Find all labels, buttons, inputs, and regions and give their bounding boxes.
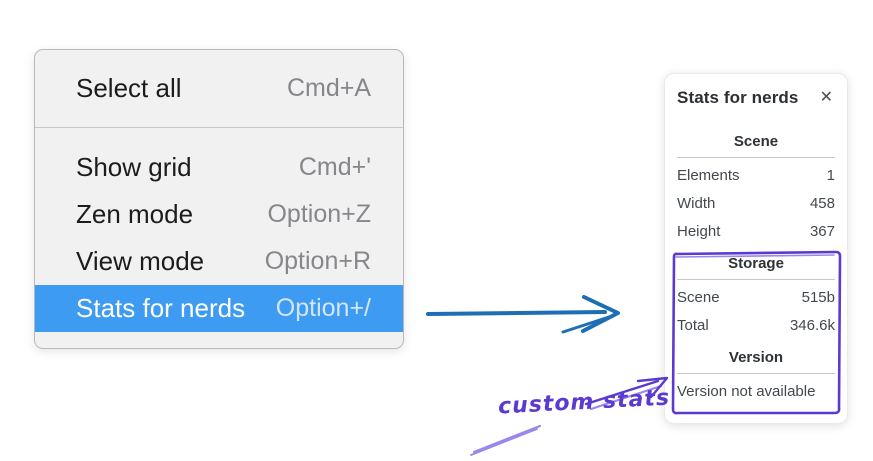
close-button[interactable]: ✕ (818, 90, 835, 106)
stat-value: 367 (809, 223, 835, 240)
section-heading: Storage (728, 255, 784, 272)
stats-section-scene: Scene Elements 1 Width 458 Height 367 (677, 132, 835, 246)
version-note: Version not available (677, 383, 816, 400)
menu-item-show-grid[interactable]: Show grid Cmd+' (35, 144, 403, 191)
section-heading: Scene (733, 133, 779, 150)
stat-value: 458 (809, 195, 835, 212)
flow-arrow (426, 295, 620, 334)
stat-row-total: Total 346.6k (677, 312, 835, 340)
annotation-swoosh (470, 424, 542, 456)
menu-item-label: Stats for nerds (76, 293, 246, 323)
menu-item-label: View mode (76, 246, 205, 276)
menu-item-view-mode[interactable]: View mode Option+R (35, 238, 403, 285)
menu-item-shortcut: Cmd+A (286, 74, 371, 102)
stat-label: Width (677, 195, 716, 212)
section-heading: Version (728, 349, 784, 366)
menu-divider (35, 127, 403, 128)
menu-item-shortcut: Option+/ (275, 294, 371, 322)
stats-section-version: Version Version not available (677, 348, 835, 406)
stat-row-height: Height 367 (677, 218, 835, 246)
menu-item-label: Select all (76, 73, 182, 103)
stat-row-elements: Elements 1 (677, 162, 835, 190)
stat-label: Total (677, 317, 709, 334)
context-menu: Select all Cmd+A Show grid Cmd+' Zen mod… (34, 49, 404, 349)
menu-group: Show grid Cmd+' Zen mode Option+Z View m… (35, 128, 403, 332)
close-icon: ✕ (819, 89, 833, 106)
menu-item-shortcut: Cmd+' (298, 153, 371, 181)
menu-item-select-all[interactable]: Select all Cmd+A (35, 50, 403, 127)
menu-item-label: Zen mode (76, 199, 194, 229)
stat-value: 515b (801, 289, 835, 306)
section-divider (677, 157, 835, 158)
stat-label: Scene (677, 289, 720, 306)
menu-item-label: Show grid (76, 152, 192, 182)
stats-panel-header: Stats for nerds ✕ (677, 88, 835, 108)
stat-value: 346.6k (789, 317, 835, 334)
stat-value: 1 (826, 167, 835, 184)
stat-row-scene: Scene 515b (677, 284, 835, 312)
stat-row-width: Width 458 (677, 190, 835, 218)
annotation-label: custom stats (497, 385, 671, 420)
menu-item-zen-mode[interactable]: Zen mode Option+Z (35, 191, 403, 238)
stats-panel: Stats for nerds ✕ Scene Elements 1 Width… (664, 73, 848, 424)
menu-item-shortcut: Option+R (264, 247, 371, 275)
stats-section-storage: Storage Scene 515b Total 346.6k (677, 254, 835, 340)
menu-item-stats-for-nerds[interactable]: Stats for nerds Option+/ (35, 285, 403, 332)
stat-label: Height (677, 223, 721, 240)
section-divider (677, 279, 835, 280)
section-divider (677, 373, 835, 374)
stats-panel-title: Stats for nerds (677, 88, 799, 107)
menu-item-shortcut: Option+Z (267, 200, 371, 228)
stat-label: Elements (677, 167, 740, 184)
